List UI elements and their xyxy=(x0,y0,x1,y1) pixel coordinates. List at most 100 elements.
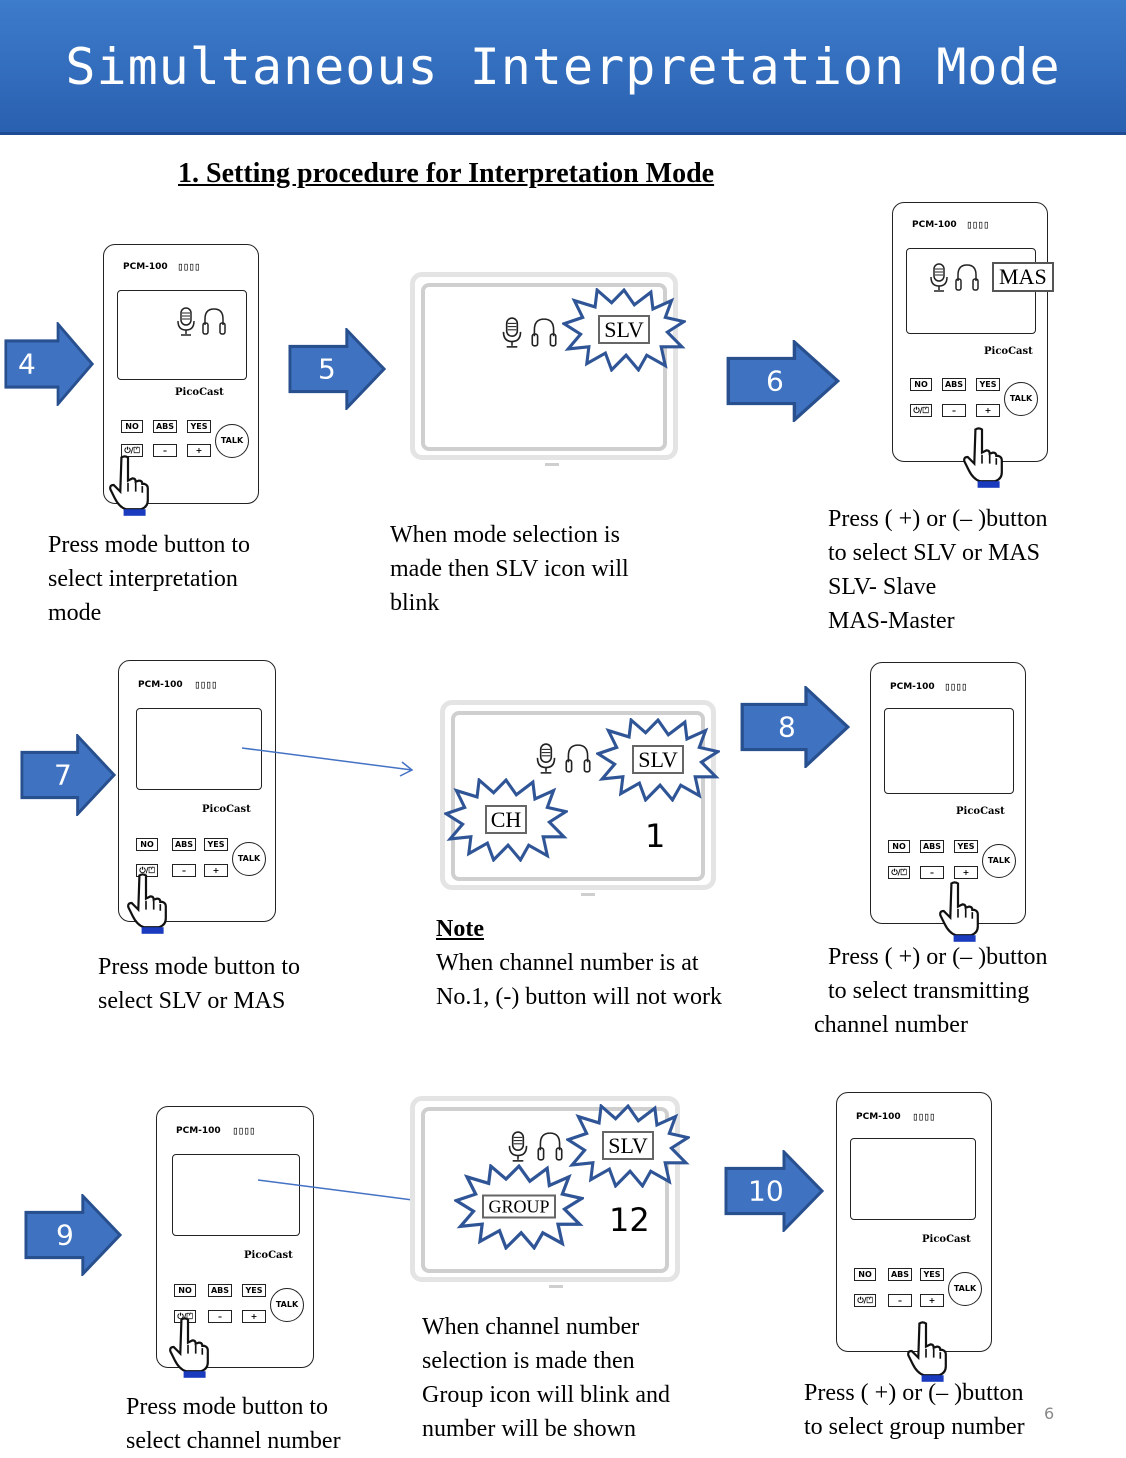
plus-button[interactable]: + xyxy=(954,866,978,879)
abs-button[interactable]: ABS xyxy=(153,420,177,433)
plus-button[interactable]: + xyxy=(187,444,211,457)
no-button[interactable]: NO xyxy=(888,840,910,853)
headphones-icon xyxy=(202,307,226,337)
page-number: 6 xyxy=(1044,1404,1055,1423)
abs-button[interactable]: ABS xyxy=(942,378,966,391)
mode-button[interactable]: ⏻/⏍ xyxy=(121,444,143,457)
model-label: PCM-100 xyxy=(176,1126,221,1136)
headphones-icon xyxy=(537,1131,563,1163)
step-number: 10 xyxy=(748,1174,784,1208)
led-indicator: ▯▯▯▯ xyxy=(912,1110,935,1123)
talk-button[interactable]: TALK xyxy=(982,844,1016,878)
minus-button[interactable]: – xyxy=(888,1294,912,1307)
yes-button[interactable]: YES xyxy=(187,420,211,433)
device-step-10: PCM-100 ▯▯▯▯ PicoCast NO ABS YES ⏻/⏍ – +… xyxy=(836,1092,992,1352)
minus-button[interactable]: – xyxy=(208,1310,232,1323)
model-label: PCM-100 xyxy=(912,220,957,230)
minus-button[interactable]: – xyxy=(153,444,177,457)
pointing-hand-icon xyxy=(106,454,150,516)
arrow-right-icon xyxy=(288,328,386,410)
pointing-hand-icon xyxy=(960,426,1004,488)
model-label: PCM-100 xyxy=(890,682,935,692)
minus-button[interactable]: – xyxy=(172,864,196,877)
slv-icon-label: SLV xyxy=(602,1131,654,1160)
step-10-arrow: 10 xyxy=(724,1150,824,1232)
led-indicator: ▯▯▯▯ xyxy=(232,1124,255,1137)
led-indicator: ▯▯▯▯ xyxy=(177,260,200,273)
pointing-hand-icon xyxy=(166,1316,210,1378)
talk-button[interactable]: TALK xyxy=(270,1288,304,1322)
plus-button[interactable]: + xyxy=(204,864,228,877)
yes-button[interactable]: YES xyxy=(976,378,1000,391)
headphones-icon xyxy=(955,263,979,293)
model-label: PCM-100 xyxy=(123,262,168,272)
slv-burst: SLV xyxy=(596,718,720,802)
minus-button[interactable]: – xyxy=(920,866,944,879)
mas-icon-label: MAS xyxy=(992,262,1054,292)
yes-button[interactable]: YES xyxy=(954,840,978,853)
microphone-icon xyxy=(535,743,557,775)
step-8-arrow: 8 xyxy=(740,686,850,768)
step-number: 5 xyxy=(318,352,336,386)
step-number: 6 xyxy=(766,364,784,398)
plus-button[interactable]: + xyxy=(920,1294,944,1307)
yes-button[interactable]: YES xyxy=(920,1268,944,1281)
step-5-arrow: 5 xyxy=(288,328,386,410)
microphone-icon xyxy=(929,263,949,293)
step-6-arrow: 6 xyxy=(726,340,840,422)
ch-icon-label: CH xyxy=(484,805,528,834)
microphone-icon xyxy=(507,1131,529,1163)
talk-button[interactable]: TALK xyxy=(1004,382,1038,416)
model-label: PCM-100 xyxy=(856,1112,901,1122)
mode-button[interactable]: ⏻/⏍ xyxy=(910,404,932,417)
no-button[interactable]: NO xyxy=(121,420,143,433)
pointing-hand-icon xyxy=(124,872,168,934)
lcd-screen xyxy=(136,708,262,790)
microphone-icon xyxy=(176,307,196,337)
brand-logo: PicoCast xyxy=(984,346,1033,357)
talk-button[interactable]: TALK xyxy=(232,842,266,876)
talk-button[interactable]: TALK xyxy=(215,424,249,458)
device-step-6: PCM-100 ▯▯▯▯ MAS PicoCast NO ABS YES ⏻/⏍… xyxy=(892,202,1054,462)
led-indicator: ▯▯▯▯ xyxy=(194,678,217,691)
yes-button[interactable]: YES xyxy=(204,838,228,851)
step-number: 7 xyxy=(54,758,72,792)
abs-button[interactable]: ABS xyxy=(208,1284,232,1297)
headphones-icon xyxy=(531,317,557,349)
brand-logo: PicoCast xyxy=(956,806,1005,817)
plus-button[interactable]: + xyxy=(976,404,1000,417)
group-burst: GROUP xyxy=(454,1164,584,1250)
mode-button[interactable]: ⏻/⏍ xyxy=(854,1294,876,1307)
talk-button[interactable]: TALK xyxy=(948,1272,982,1306)
yes-button[interactable]: YES xyxy=(242,1284,266,1297)
slv-icon-label: SLV xyxy=(632,745,684,774)
brand-logo: PicoCast xyxy=(175,387,224,398)
abs-button[interactable]: ABS xyxy=(920,840,944,853)
no-button[interactable]: NO xyxy=(854,1268,876,1281)
group-icon-label: GROUP xyxy=(482,1194,556,1219)
no-button[interactable]: NO xyxy=(910,378,932,391)
zoom-connector-line xyxy=(257,1179,430,1209)
abs-button[interactable]: ABS xyxy=(888,1268,912,1281)
lcd-screen xyxy=(117,290,247,380)
headphones-icon xyxy=(565,743,591,775)
zoom-connector-line xyxy=(241,747,414,777)
section-heading: 1. Setting procedure for Interpretation … xyxy=(178,158,715,189)
no-button[interactable]: NO xyxy=(174,1284,196,1297)
minus-button[interactable]: – xyxy=(942,404,966,417)
abs-button[interactable]: ABS xyxy=(172,838,196,851)
step-4-arrow: 4 xyxy=(4,322,94,406)
channel-number: 1 xyxy=(645,817,666,855)
no-button[interactable]: NO xyxy=(136,838,158,851)
slv-burst: SLV xyxy=(566,1104,690,1188)
step-8-caption: Press ( +) or (– )button to select trans… xyxy=(814,944,1048,1038)
plus-button[interactable]: + xyxy=(242,1310,266,1323)
brand-logo: PicoCast xyxy=(244,1250,293,1261)
mode-button[interactable]: ⏻/⏍ xyxy=(888,866,910,879)
